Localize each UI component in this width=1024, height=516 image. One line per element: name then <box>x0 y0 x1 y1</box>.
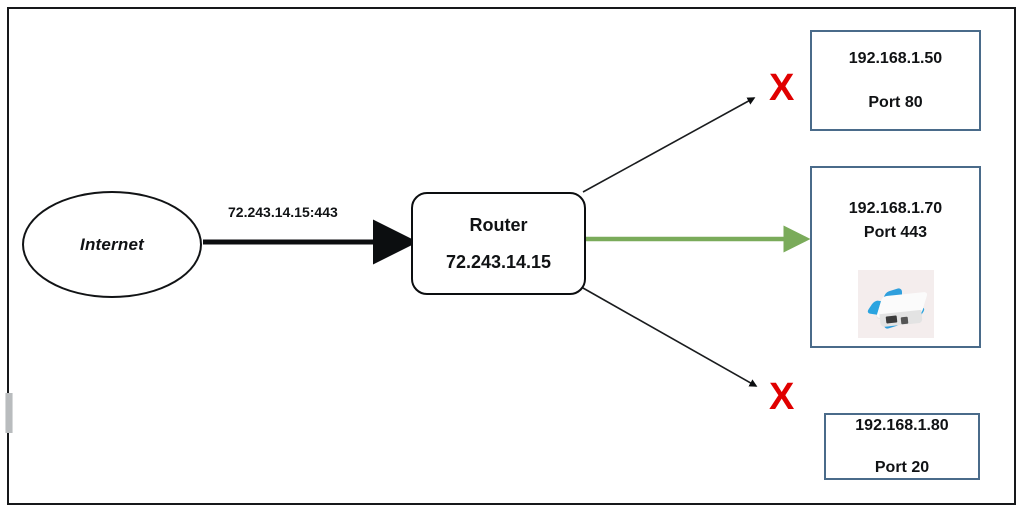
device-usb-port <box>900 316 909 325</box>
blocked-x-icon-bottom: X <box>769 376 795 418</box>
destination-port: Port 443 <box>863 224 928 241</box>
device-mount <box>866 287 929 330</box>
wan-link-label: 72.243.14.15:443 <box>228 204 338 220</box>
router-ip: 72.243.14.15 <box>445 251 552 272</box>
internet-label: Internet <box>80 234 144 254</box>
destination-port: Port 20 <box>874 458 930 476</box>
destination-box-1[interactable]: 192.168.1.50 Port 80 <box>810 30 981 131</box>
destination-ip: 192.168.1.70 <box>848 200 943 217</box>
destination-box-3[interactable]: 192.168.1.80 Port 20 <box>824 413 980 480</box>
blocked-x-icon-top: X <box>769 67 795 109</box>
router-title: Router <box>469 214 528 235</box>
internet-node[interactable]: Internet <box>22 191 202 298</box>
destination-ip: 192.168.1.80 <box>855 416 949 434</box>
frame-artifact <box>5 393 13 433</box>
device-photo-icon <box>858 270 934 338</box>
device-ethernet-port <box>885 315 898 324</box>
router-node[interactable]: Router 72.243.14.15 <box>411 192 586 295</box>
arrow-to-dest-1 <box>582 97 756 193</box>
destination-ip: 192.168.1.50 <box>848 49 943 67</box>
arrow-to-dest-3 <box>582 287 758 387</box>
destination-port: Port 80 <box>868 93 923 111</box>
